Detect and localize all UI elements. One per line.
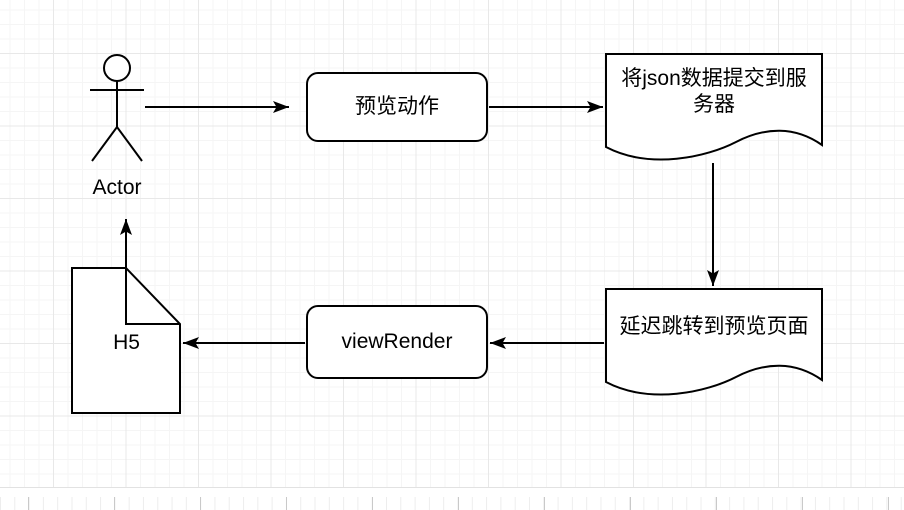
- preview-action-label[interactable]: 预览动作: [355, 95, 439, 118]
- submit-json-label[interactable]: 将json数据提交到服 务器: [614, 56, 814, 128]
- submit-json-label-line2: 务器: [693, 93, 735, 116]
- delay-redirect-node[interactable]: [605, 288, 823, 396]
- submit-json-label-line1: 将json数据提交到服: [621, 67, 807, 90]
- preview-action-node[interactable]: [306, 72, 488, 142]
- h5-note-node[interactable]: [71, 267, 181, 414]
- page-edge-ticks: [0, 497, 904, 510]
- view-render-label[interactable]: viewRender: [341, 330, 453, 353]
- delay-redirect-label[interactable]: 延迟跳转到预览页面: [619, 315, 809, 338]
- submit-json-node[interactable]: [605, 53, 823, 161]
- actor-shape[interactable]: [90, 54, 144, 162]
- h5-label[interactable]: H5: [113, 331, 140, 354]
- view-render-node[interactable]: [306, 305, 488, 379]
- actor-label[interactable]: Actor: [92, 176, 142, 199]
- page-edge-strip: [0, 487, 904, 510]
